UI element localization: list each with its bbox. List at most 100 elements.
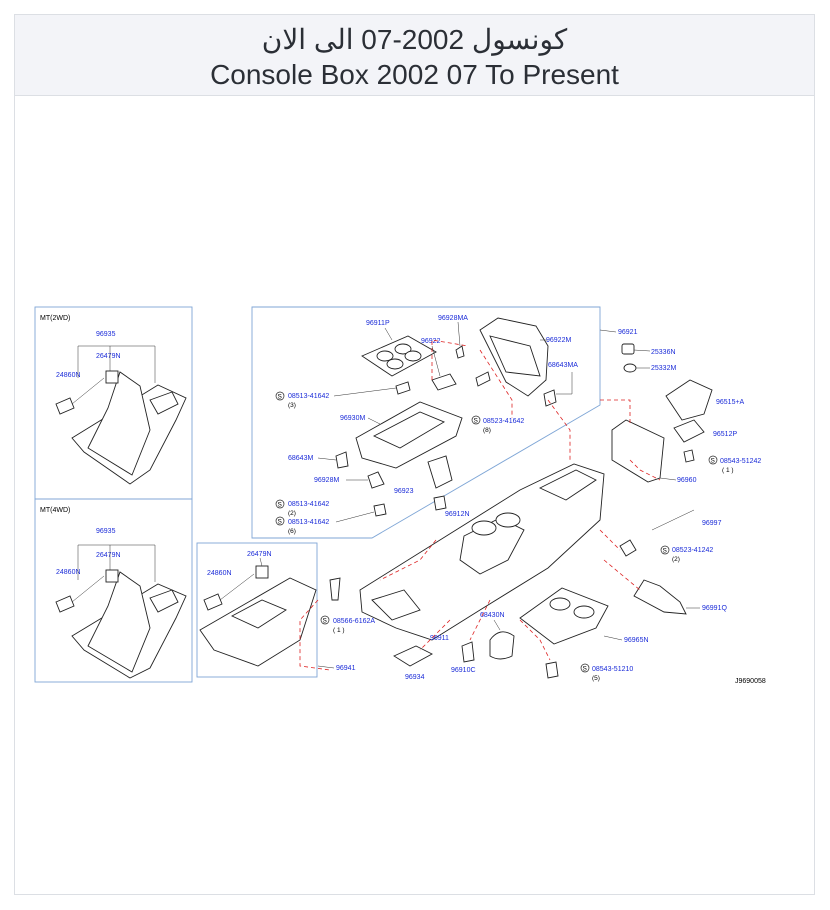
part-label-96923[interactable]: 96923 bbox=[394, 488, 414, 495]
shifter-bezel-drawing bbox=[199, 557, 317, 667]
part-label-26479n-sub[interactable]: 26479N bbox=[247, 551, 272, 558]
s-mark-1: S bbox=[278, 394, 283, 401]
shift-boot-2wd-drawing bbox=[55, 345, 187, 485]
part-label-96935-2wd[interactable]: 96935 bbox=[96, 331, 116, 338]
plug-25332m bbox=[623, 363, 637, 373]
part-label-96991q[interactable]: 96991Q bbox=[702, 605, 727, 612]
qty-1a: ( 1 ) bbox=[722, 467, 734, 474]
mat-96934 bbox=[393, 645, 433, 667]
screw-08543-51210 bbox=[545, 661, 559, 679]
part-label-25332m[interactable]: 25332M bbox=[651, 365, 676, 372]
part-label-96934[interactable]: 96934 bbox=[405, 674, 425, 681]
s-icon-1 bbox=[275, 391, 285, 401]
part-label-08523-41242[interactable]: 08523-41242 bbox=[672, 547, 713, 554]
qty-5: (5) bbox=[592, 675, 600, 682]
part-label-24860n-2wd[interactable]: 24860N bbox=[56, 372, 81, 379]
grommet-96910c bbox=[461, 641, 475, 663]
part-label-96928m[interactable]: 96928M bbox=[314, 477, 339, 484]
s-mark-7: S bbox=[323, 618, 328, 625]
part-label-08543-51210[interactable]: 08543-51210 bbox=[592, 666, 633, 673]
s-mark-6: S bbox=[663, 548, 668, 555]
part-label-25336n[interactable]: 25336N bbox=[651, 349, 676, 356]
part-label-96910c[interactable]: 96910C bbox=[451, 667, 476, 674]
plug-25336n bbox=[621, 343, 635, 355]
console-lid-drawing bbox=[479, 317, 549, 397]
part-label-96930m[interactable]: 96930M bbox=[340, 415, 365, 422]
bracket-96991q bbox=[633, 579, 687, 615]
screw-08523-41242 bbox=[619, 539, 637, 557]
shift-boot-4wd-drawing bbox=[55, 544, 187, 679]
hinge-96922 bbox=[431, 373, 457, 391]
part-label-26479n-4wd[interactable]: 26479N bbox=[96, 552, 121, 559]
part-label-26479n-2wd[interactable]: 26479N bbox=[96, 353, 121, 360]
qty-6: (6) bbox=[288, 528, 296, 535]
s-mark-3: S bbox=[278, 502, 283, 509]
diagram-code: J9690058 bbox=[735, 678, 766, 685]
holder-68430n bbox=[489, 631, 515, 660]
qty-3: (3) bbox=[288, 402, 296, 409]
s-icon-8 bbox=[580, 663, 590, 673]
screw-upper bbox=[475, 371, 491, 387]
s-mark-5: S bbox=[711, 458, 716, 465]
clip-96928m bbox=[367, 471, 385, 489]
screw-08513-a bbox=[395, 381, 411, 395]
console-body-drawing bbox=[359, 463, 605, 641]
panel-mt2wd-label: MT(2WD) bbox=[40, 315, 70, 322]
screw-08513-b bbox=[433, 495, 447, 511]
qty-8: (8) bbox=[483, 427, 491, 434]
clip-96928ma bbox=[455, 345, 465, 359]
part-label-08543-51242[interactable]: 08543-51242 bbox=[720, 458, 761, 465]
part-label-96928ma[interactable]: 96928MA bbox=[438, 315, 468, 322]
part-label-96922[interactable]: 96922 bbox=[421, 338, 441, 345]
part-label-96921[interactable]: 96921 bbox=[618, 329, 638, 336]
panel-mt4wd-label: MT(4WD) bbox=[40, 507, 70, 514]
screw-68643m bbox=[335, 451, 349, 469]
tray-96965n-drawing bbox=[519, 587, 609, 645]
qty-2a: (2) bbox=[288, 510, 296, 517]
s-icon-6 bbox=[660, 545, 670, 555]
part-label-96911p[interactable]: 96911P bbox=[366, 320, 390, 327]
part-label-24860n-sub[interactable]: 24860N bbox=[207, 570, 232, 577]
part-label-08513-41642-c[interactable]: 08513-41642 bbox=[288, 519, 329, 526]
part-label-08513-41642-b[interactable]: 08513-41642 bbox=[288, 501, 329, 508]
s-mark-2: S bbox=[474, 418, 479, 425]
part-label-96512p[interactable]: 96512P bbox=[713, 431, 737, 438]
part-label-96922m[interactable]: 96922M bbox=[546, 337, 571, 344]
title-english: Console Box 2002 07 To Present bbox=[210, 59, 619, 90]
console-tray-drawing bbox=[355, 401, 463, 469]
s-icon-2 bbox=[471, 415, 481, 425]
part-label-08566-6162a[interactable]: 08566-6162A bbox=[333, 618, 375, 625]
rod-96997 bbox=[651, 509, 695, 531]
part-label-68430n[interactable]: 68430N bbox=[480, 612, 505, 619]
part-label-96960[interactable]: 96960 bbox=[677, 477, 697, 484]
part-label-96965n[interactable]: 96965N bbox=[624, 637, 649, 644]
screw-08513-c bbox=[373, 503, 387, 517]
panel-sub-box bbox=[196, 542, 318, 678]
part-label-96941[interactable]: 96941 bbox=[336, 665, 356, 672]
part-label-96935-4wd[interactable]: 96935 bbox=[96, 528, 116, 535]
part-label-24860n-4wd[interactable]: 24860N bbox=[56, 569, 81, 576]
s-icon-7 bbox=[320, 615, 330, 625]
title-arabic: كونسول 2002-07 الى الان bbox=[261, 24, 568, 55]
finisher-96960 bbox=[611, 419, 665, 483]
part-label-96912n[interactable]: 96912N bbox=[445, 511, 470, 518]
part-label-68643ma[interactable]: 68643MA bbox=[548, 362, 578, 369]
cup-holder-insert-drawing bbox=[361, 327, 437, 377]
s-icon-4 bbox=[275, 516, 285, 526]
page-header: كونسول 2002-07 الى الان Console Box 2002… bbox=[15, 15, 814, 96]
assembly-guide-lines bbox=[299, 339, 661, 671]
part-label-08513-41642-a[interactable]: 08513-41642 bbox=[288, 393, 329, 400]
part-label-96997[interactable]: 96997 bbox=[702, 520, 722, 527]
part-label-96911[interactable]: 96911 bbox=[430, 635, 449, 642]
part-label-68643m[interactable]: 68643M bbox=[288, 455, 313, 462]
part-label-08523-41642-a[interactable]: 08523-41642 bbox=[483, 418, 524, 425]
s-icon-5 bbox=[708, 455, 718, 465]
s-mark-4: S bbox=[278, 519, 283, 526]
qty-2b: (2) bbox=[672, 556, 680, 563]
screw-08566 bbox=[329, 577, 341, 601]
qty-1b: ( 1 ) bbox=[333, 627, 345, 634]
panel-upper-box bbox=[251, 306, 601, 539]
socket-96515a bbox=[665, 379, 713, 421]
part-label-96515a[interactable]: 96515+A bbox=[716, 399, 745, 406]
